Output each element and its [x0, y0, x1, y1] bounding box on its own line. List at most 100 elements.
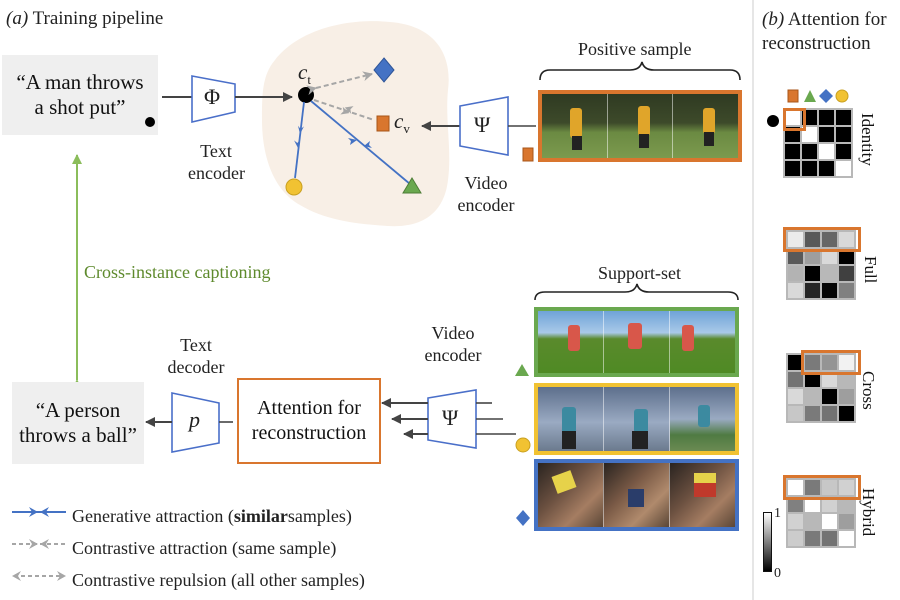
matrix-cell-3-0 [788, 406, 803, 421]
text-encoder-label-line1: Text [200, 141, 232, 161]
generative-line-triangle [310, 100, 411, 185]
positive-sample-video[interactable] [538, 90, 742, 162]
matrix-cross-highlight [801, 350, 861, 375]
colorbar-min-label: 0 [774, 566, 781, 581]
matrix-cell-0-3 [836, 110, 851, 125]
legend-contrastive-attraction: Contrastive attraction (same sample) [72, 538, 337, 558]
generative-line-circle [294, 101, 305, 179]
matrix-cell-3-0 [785, 161, 800, 176]
panel-b-prefix: (b) [762, 9, 785, 30]
positive-sample-label: Positive sample [578, 39, 692, 59]
matrix-cell-3-1 [802, 161, 817, 176]
legend-contrastive-attraction-glyph [12, 539, 66, 549]
video-encoder-top-label-line2: encoder [457, 195, 515, 215]
panel-a-title-text: Training pipeline [32, 8, 164, 29]
support-video-green[interactable] [534, 307, 739, 377]
video-encoder-bottom-label: Video encoder [418, 322, 488, 366]
matrix-hybrid-highlight [783, 475, 861, 500]
matrix-cell-0-2 [822, 480, 837, 495]
matrix-identity-label: Identity [858, 113, 877, 166]
attention-box-line2: reconstruction [251, 422, 367, 444]
generative-head-circle-b [294, 139, 301, 149]
support-blue-frame-2 [604, 463, 670, 527]
matrix-cell-0-1 [805, 480, 820, 495]
matrix-cell-1-2 [822, 497, 837, 512]
matrix-cell-0-1 [805, 355, 820, 370]
matrix-cell-2-3 [839, 266, 854, 281]
matrix-cell-0-2 [822, 232, 837, 247]
video-encoder-top-symbol: Ψ [474, 112, 491, 137]
legend-contrastive-repulsion: Contrastive repulsion (all other samples… [72, 570, 365, 590]
video-encoder-top-shape [459, 96, 509, 156]
matrix-cell-0-0 [788, 355, 803, 370]
panel-b-title-line1: Attention for [787, 9, 887, 30]
support-yellow-frame-3 [670, 387, 735, 451]
text-encoder-label: Text encoder [188, 140, 245, 184]
text-decoder-label-line2: decoder [167, 357, 225, 377]
matrix-cell-1-0 [788, 497, 803, 512]
yellow-circle-point [285, 178, 303, 196]
matrix-cell-0-3 [839, 480, 854, 495]
matrix-cell-3-2 [822, 406, 837, 421]
matrix-full-wrap [783, 227, 861, 300]
generative-head-triangle-b [364, 141, 372, 148]
matrix-cell-2-1 [802, 144, 817, 159]
matrix-cell-0-2 [819, 110, 834, 125]
matrix-cell-2-2 [822, 514, 837, 529]
matrix-identity-highlight [783, 108, 806, 131]
support-triangle-marker [515, 364, 529, 376]
matrix-cell-2-0 [788, 389, 803, 404]
ct-label: ct [298, 60, 311, 88]
matrix-cell-3-1 [805, 283, 820, 298]
matrix-full-highlight [783, 227, 861, 252]
text-decoder-label: Text decoder [164, 334, 228, 378]
matrix-full-label: Full [861, 256, 880, 284]
matrix-hybrid-label: Hybrid [859, 488, 878, 537]
matrix-cell-1-2 [819, 127, 834, 142]
support-video-blue[interactable] [534, 459, 739, 531]
matrix-full [786, 230, 856, 300]
blue-diamond-point [373, 57, 395, 83]
matrix-cell-3-3 [836, 161, 851, 176]
matrix-cell-1-3 [839, 249, 854, 264]
cv-label: cv [394, 109, 410, 137]
matrix-cell-1-0 [788, 372, 803, 387]
matrix-cell-2-3 [839, 389, 854, 404]
caption-top: “A man throws a shot put” [2, 55, 158, 135]
matrix-cell-2-3 [836, 144, 851, 159]
text-encoder-shape [191, 75, 236, 124]
support-video-yellow[interactable] [534, 383, 739, 455]
caption-bottom-text: “A person throws a ball” [19, 398, 137, 447]
matrix-cell-1-2 [822, 249, 837, 264]
matrix-cell-2-2 [822, 389, 837, 404]
matrix-column-symbols [787, 89, 849, 103]
matrix-cell-1-1 [805, 372, 820, 387]
matrix-cell-3-3 [839, 283, 854, 298]
text-decoder-symbol: p [189, 407, 200, 432]
matrix-cell-3-0 [788, 531, 803, 546]
matrix-cell-0-1 [805, 232, 820, 247]
matrix-identity-wrap [783, 108, 853, 178]
matrix-row-ct-icon [767, 115, 779, 127]
matrix-cell-1-2 [822, 372, 837, 387]
support-set-label: Support-set [598, 263, 681, 283]
matrix-cell-1-3 [836, 127, 851, 142]
support-yellow-frame-1 [538, 387, 604, 451]
support-circle-marker [515, 437, 531, 453]
repulsion-line [306, 71, 373, 96]
matrix-hybrid [786, 478, 856, 548]
matrix-cell-3-1 [805, 406, 820, 421]
matrix-hybrid-wrap [783, 475, 861, 548]
cv-square-point [376, 115, 390, 132]
caption-top-ct-marker [145, 117, 155, 127]
matrix-cell-2-3 [839, 514, 854, 529]
attention-box-line1: Attention for [257, 397, 361, 419]
matrix-cell-2-2 [819, 144, 834, 159]
embedding-space-blob [262, 21, 450, 227]
matrix-cell-3-2 [822, 531, 837, 546]
matrix-cell-3-1 [805, 531, 820, 546]
column-diamond-icon [819, 89, 833, 103]
support-green-frame-2 [604, 311, 670, 373]
generative-head-circle-a [297, 125, 304, 134]
matrix-cell-0-0 [788, 480, 803, 495]
